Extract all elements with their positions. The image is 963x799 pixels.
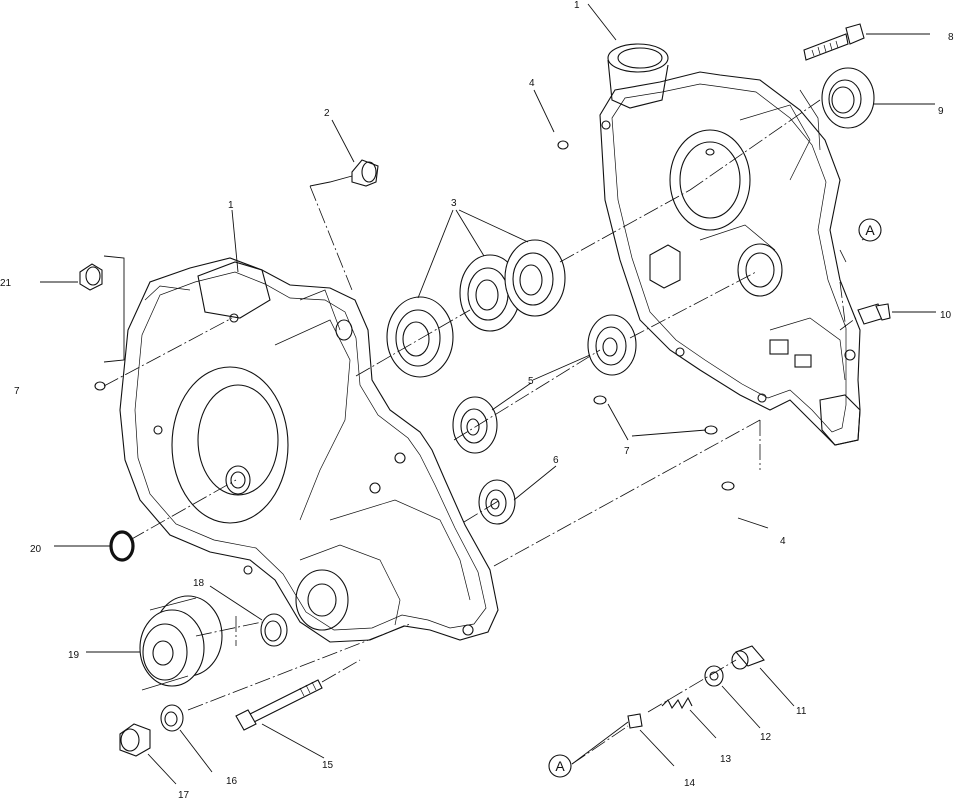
callout-a-top-text: A — [865, 222, 875, 238]
oil-seal-9 — [821, 67, 875, 129]
label-4-top: 4 — [529, 78, 535, 89]
label-14: 14 — [684, 778, 696, 789]
leader-lines — [40, 3, 936, 785]
washer-16 — [160, 704, 184, 732]
oring-20 — [109, 530, 135, 562]
label-8: 8 — [948, 32, 954, 43]
seal-18 — [260, 613, 288, 647]
washer-12 — [704, 665, 724, 687]
callout-a-bottom: A — [548, 754, 572, 778]
bearing-5-right — [587, 314, 637, 376]
label-1-top: 1 — [574, 0, 580, 11]
bushing-21 — [79, 263, 103, 291]
dowel-pins — [94, 140, 735, 491]
spring-13 — [661, 696, 693, 710]
label-15: 15 — [322, 760, 334, 771]
label-9: 9 — [938, 106, 944, 117]
label-12: 12 — [760, 732, 772, 743]
label-16: 16 — [226, 776, 238, 787]
bolt-8 — [803, 23, 865, 61]
plunger-14 — [627, 713, 643, 729]
bearing-5-left — [452, 396, 498, 454]
label-5: 5 — [528, 376, 534, 387]
bearing-large-right — [504, 239, 566, 317]
bearing-large-left — [386, 296, 454, 378]
label-1-left: 1 — [228, 200, 234, 211]
plug-17 — [119, 723, 151, 757]
center-lines — [103, 99, 857, 765]
label-21: 21 — [0, 278, 12, 289]
fitting-10 — [857, 303, 891, 325]
label-7-right: 7 — [624, 446, 630, 457]
right-crankcase-half — [599, 43, 861, 446]
label-6: 6 — [553, 455, 559, 466]
label-10: 10 — [940, 310, 952, 321]
pulley-19 — [139, 595, 223, 691]
bolt-11 — [731, 645, 765, 670]
left-crankcase-half — [119, 257, 499, 643]
label-4-bottom: 4 — [780, 536, 786, 547]
label-7-left: 7 — [14, 386, 20, 397]
label-17: 17 — [178, 790, 190, 799]
bolt-15 — [235, 679, 323, 731]
label-3: 3 — [451, 198, 457, 209]
label-19: 19 — [68, 650, 80, 661]
callout-a-bottom-text: A — [555, 758, 565, 774]
callout-a-top: A — [858, 218, 882, 242]
label-2: 2 — [324, 108, 330, 119]
label-13: 13 — [720, 754, 732, 765]
dowel-bushing-2 — [351, 159, 379, 187]
label-11: 11 — [796, 706, 807, 717]
label-18: 18 — [193, 578, 205, 589]
label-20: 20 — [30, 544, 42, 555]
